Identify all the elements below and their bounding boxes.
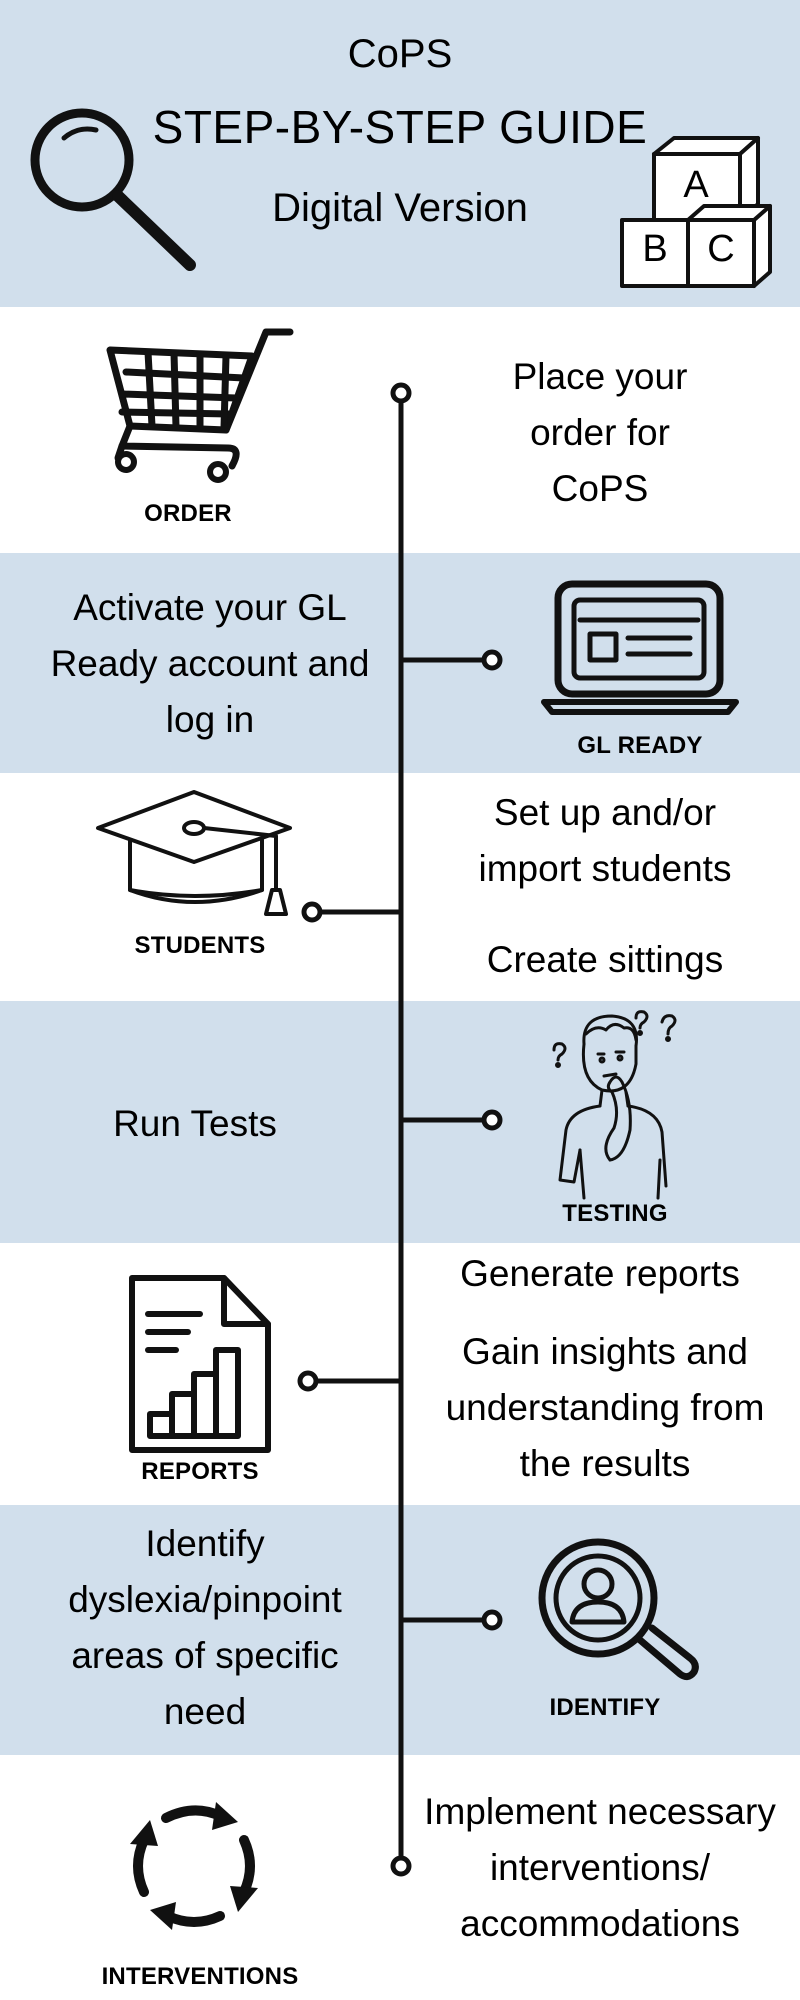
block-letter-a: A bbox=[683, 164, 709, 206]
step-text-line: Run Tests bbox=[113, 1103, 277, 1144]
step-text-identify: Identify dyslexia/pinpoint areas of spec… bbox=[20, 1516, 390, 1740]
step-text-line: interventions/ bbox=[489, 1847, 711, 1888]
laptop-icon bbox=[541, 580, 739, 715]
person-search-icon bbox=[538, 1538, 699, 1681]
step-text-line: need bbox=[163, 1691, 247, 1732]
step-label-students: STUDENTS bbox=[134, 932, 266, 959]
step-text-line: dyslexia/pinpoint bbox=[68, 1579, 342, 1620]
step-text-students: Set up and/or import students bbox=[440, 785, 770, 897]
step-text-line: Activate your GL bbox=[73, 587, 347, 628]
header-subtitle: Digital Version bbox=[272, 186, 528, 230]
step-label-testing: TESTING bbox=[562, 1200, 668, 1227]
step-text-line: Generate reports bbox=[460, 1253, 740, 1294]
step-text-line: Ready account and bbox=[50, 643, 370, 684]
step-text-interventions: Implement necessary interventions/ accom… bbox=[400, 1784, 800, 1952]
step-text-line: the results bbox=[519, 1443, 691, 1484]
step-label-reports: REPORTS bbox=[141, 1458, 259, 1485]
shopping-cart-icon bbox=[106, 328, 294, 483]
magnifier-icon bbox=[30, 108, 196, 271]
step-text-line: Gain insights and bbox=[462, 1331, 748, 1372]
step-text-line: import students bbox=[478, 848, 732, 889]
step-text-order: Place your order for CoPS bbox=[450, 349, 750, 517]
step-text-line: CoPS bbox=[551, 468, 649, 509]
step-text-line: Implement necessary bbox=[424, 1791, 776, 1832]
header-title-cops: CoPS bbox=[347, 32, 453, 76]
step-text-line: Set up and/or bbox=[493, 792, 717, 833]
graduation-cap-icon bbox=[96, 790, 292, 916]
step-label-order: ORDER bbox=[144, 500, 232, 527]
step-text-testing: Run Tests bbox=[60, 1096, 330, 1152]
block-letter-b: B bbox=[642, 228, 668, 270]
step-text-reports: Generate reports bbox=[430, 1246, 770, 1302]
step-text-reports-2: Gain insights and understanding from the… bbox=[420, 1324, 790, 1492]
step-text-line: Identify bbox=[145, 1523, 265, 1564]
step-label-interventions: INTERVENTIONS bbox=[101, 1963, 299, 1990]
step-label-identify: IDENTIFY bbox=[549, 1694, 661, 1721]
step-text-line: understanding from bbox=[445, 1387, 765, 1428]
header-title-guide: STEP-BY-STEP GUIDE bbox=[152, 101, 648, 153]
block-letter-c: C bbox=[707, 228, 735, 270]
step-text-students-2: Create sittings bbox=[486, 939, 724, 980]
abc-blocks-icon bbox=[620, 136, 772, 288]
cycle-arrows-icon bbox=[130, 1802, 258, 1930]
step-text-line: Place your bbox=[512, 356, 688, 397]
step-label-gl-ready: GL READY bbox=[577, 732, 703, 759]
step-text-gl-ready: Activate your GL Ready account and log i… bbox=[20, 580, 400, 748]
step-text-line: order for bbox=[530, 412, 670, 453]
thinking-person-icon bbox=[552, 1010, 677, 1200]
step-text-line: areas of specific bbox=[71, 1635, 339, 1676]
report-chart-icon bbox=[129, 1275, 271, 1453]
step-text-line: log in bbox=[165, 699, 255, 740]
step-text-line: accommodations bbox=[460, 1903, 740, 1944]
